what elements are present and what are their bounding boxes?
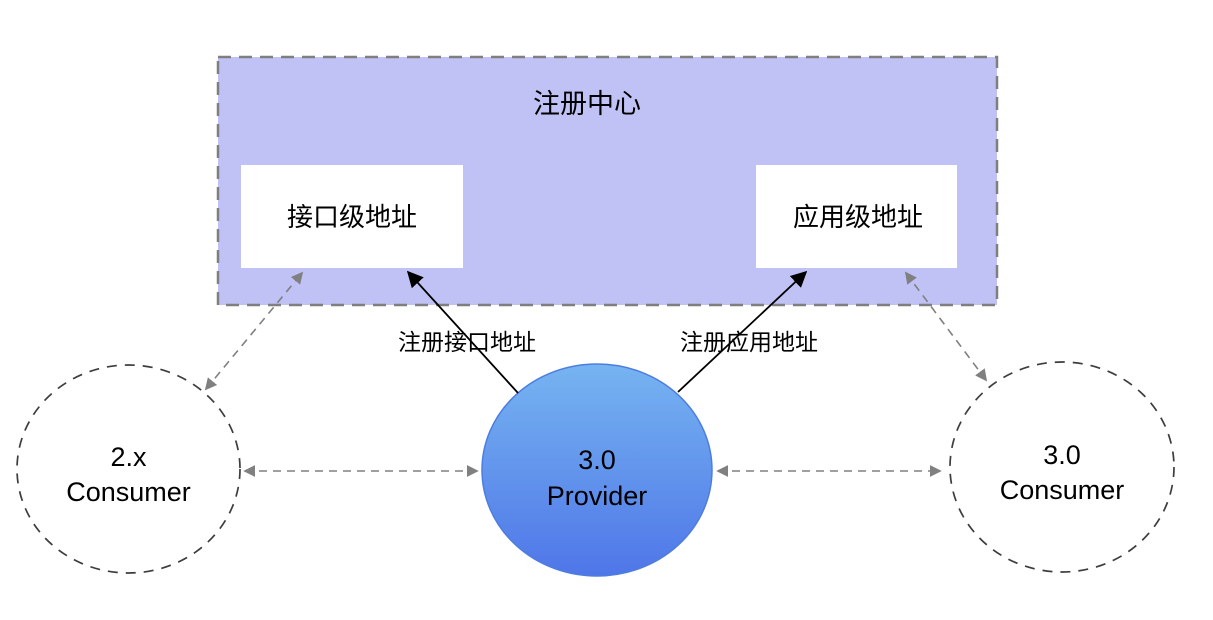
register-interface-arrow-label: 注册接口地址 [398,329,536,355]
interface-address-label: 接口级地址 [287,202,417,232]
interface-address-box [241,165,463,268]
application-address-box [756,165,957,268]
consumer2x-interface-dashed-arrow [204,271,304,391]
consumer-30-circle [949,361,1175,573]
register-application-arrow [677,270,808,393]
register-application-arrow-label: 注册应用地址 [680,329,818,355]
application-address-label: 应用级地址 [793,202,923,232]
register-interface-arrow [406,270,519,394]
consumer-2x-version-text: 2.x [110,442,147,472]
consumer-30-role-text: Consumer [1000,475,1125,505]
consumer-2x-circle [16,364,241,574]
provider-role-text: Provider [547,481,648,511]
provider-circle [481,363,713,577]
registry-title: 注册中心 [533,89,641,119]
consumer-30-version-text: 3.0 [1043,440,1081,470]
consumer-2x-role-text: Consumer [66,477,191,507]
provider-version-text: 3.0 [578,445,616,475]
